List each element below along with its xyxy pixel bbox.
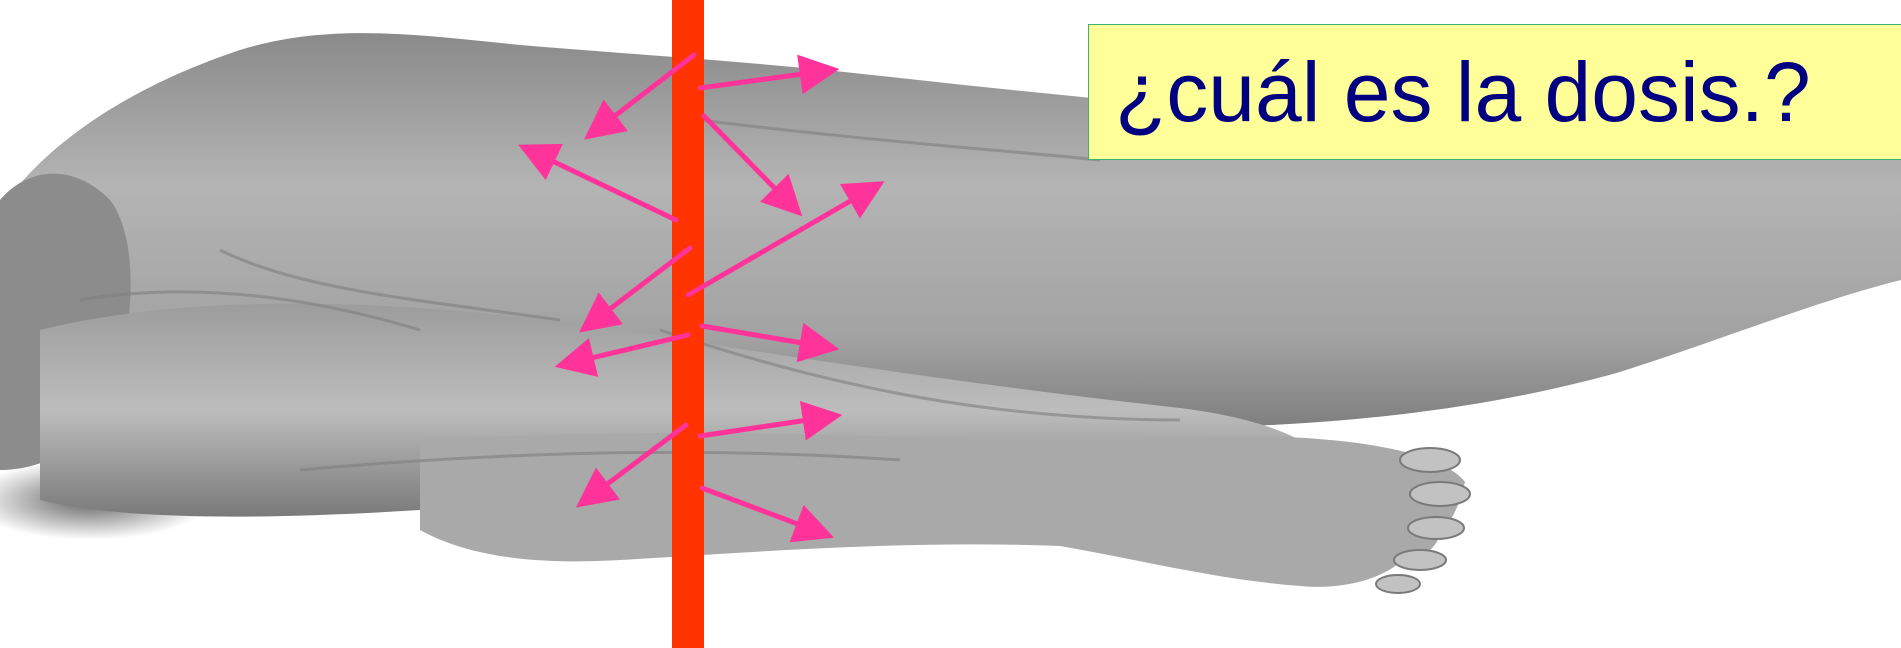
radiation-beam bbox=[672, 0, 704, 648]
question-callout: ¿cuál es la dosis.? bbox=[1088, 24, 1901, 160]
body-lower-leg-shape bbox=[420, 433, 1465, 587]
question-text: ¿cuál es la dosis.? bbox=[1115, 50, 1811, 134]
